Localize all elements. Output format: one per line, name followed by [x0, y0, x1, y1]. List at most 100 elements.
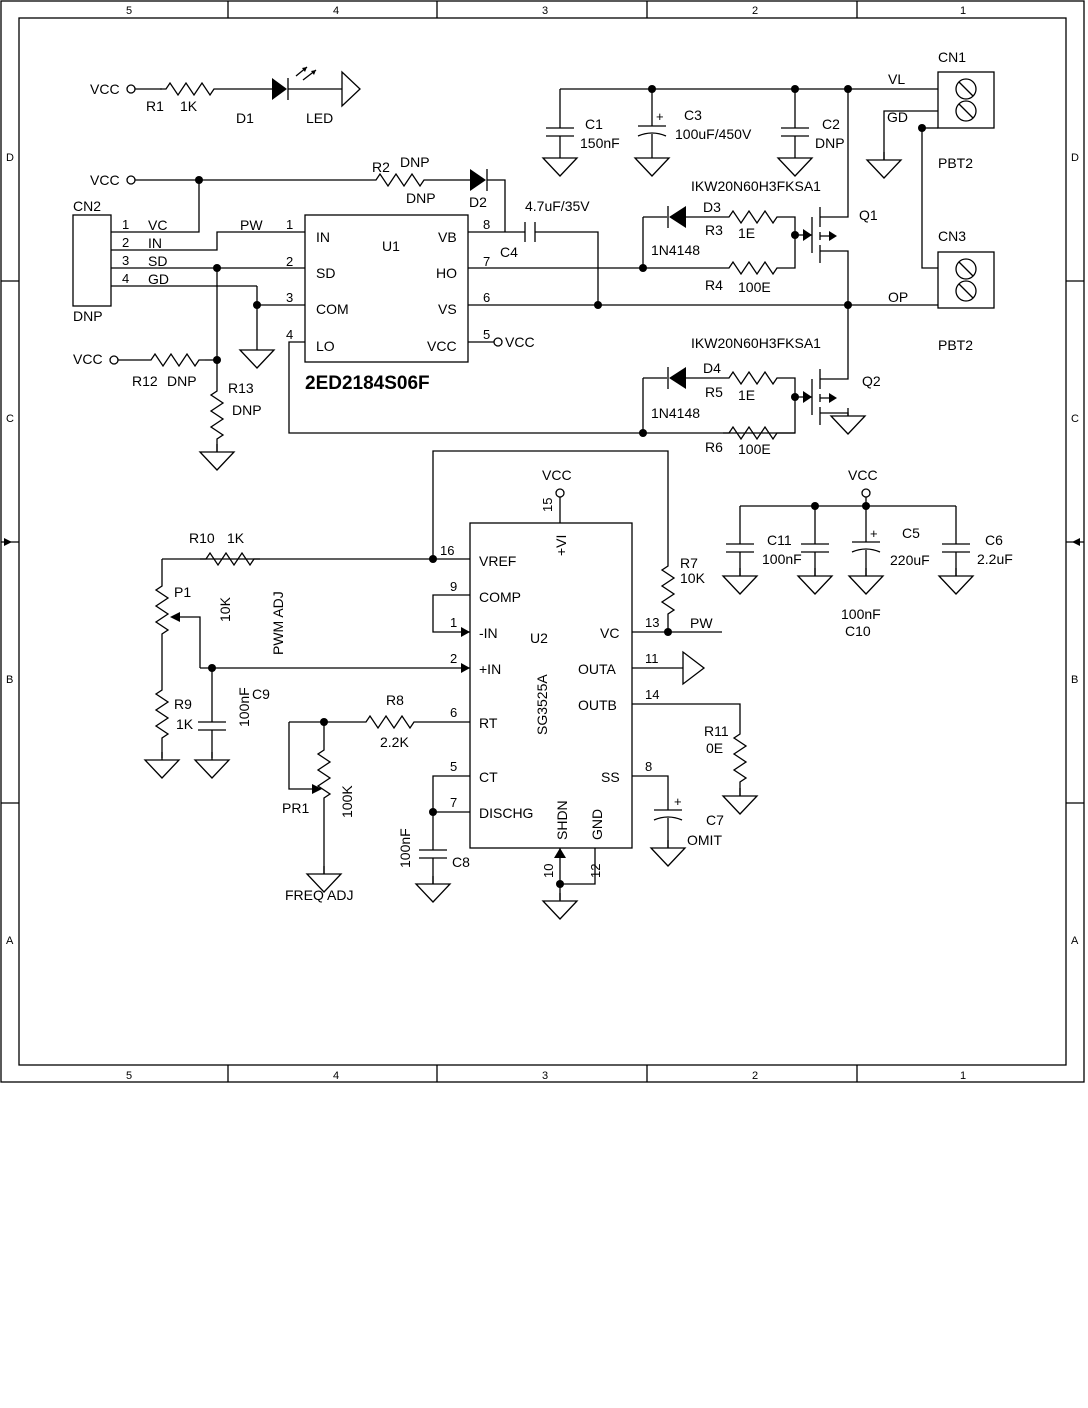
u1-pin4-num: 4: [286, 327, 293, 342]
r9-value: 1K: [176, 716, 194, 732]
pwm-adjust-network: R10 1K P1 10K PWM ADJ R9 1K C9 100nF: [144, 530, 286, 779]
u2-pin-dischg: DISCHG: [479, 805, 533, 821]
u1-pin-lo: LO: [316, 338, 335, 354]
gd-net: GD: [887, 109, 908, 125]
zone-row-c-right: C: [1071, 413, 1079, 425]
u1-ref: U1: [382, 238, 400, 254]
cn2-pin1-name: VC: [148, 217, 167, 233]
cn2-pin4-num: 4: [122, 271, 129, 286]
c7-capacitor: + C7 OMIT: [650, 794, 724, 867]
u1-pin3-num: 3: [286, 290, 293, 305]
r11-value: 0E: [706, 740, 723, 756]
high-side-switch: IKW20N60H3FKSA1 D3 R3 1E 1N4148 R4 100E …: [639, 89, 878, 309]
cn2-pin3-num: 3: [122, 253, 129, 268]
r2-d2-section: VCC R2 DNP DNP D2: [90, 154, 506, 232]
r5-resistor: [722, 371, 784, 385]
c5-ref: C5: [902, 525, 920, 541]
r12-ref: R12: [132, 373, 158, 389]
led-flag-symbol: [341, 70, 361, 108]
zone-col-5-bottom: 5: [126, 1070, 132, 1082]
r6-value: 100E: [738, 441, 771, 457]
zone-row-b-right: B: [1071, 674, 1078, 686]
r3-ref: R3: [705, 222, 723, 238]
zone-col-4-bottom: 4: [333, 1070, 339, 1082]
r7-value: 10K: [680, 570, 706, 586]
r5-ref: R5: [705, 384, 723, 400]
p1-ref: P1: [174, 584, 191, 600]
u2-pin13-num: 13: [645, 615, 659, 630]
u1-pin1-num: 1: [286, 217, 293, 232]
u2-pin-vref: VREF: [479, 553, 516, 569]
c7-ref: C7: [706, 812, 724, 828]
c3-plus: +: [656, 109, 664, 124]
c8-value: 100nF: [397, 828, 413, 868]
r4-resistor: [722, 261, 784, 275]
c5-value: 220uF: [890, 552, 930, 568]
r8-value: 2.2K: [380, 734, 409, 750]
d1-led-icon: [272, 78, 287, 100]
d3-diode-icon: [669, 206, 686, 228]
vcc-decoupling: VCC + C11 100nF C5 220uF C6 2.2uF 100nF …: [722, 467, 1013, 639]
c8-ref: C8: [452, 854, 470, 870]
outa-flag-symbol: [682, 650, 706, 686]
zone-col-3: 3: [542, 5, 548, 17]
u2-vcc-label: VCC: [542, 467, 572, 483]
cn3-ref: CN3: [938, 228, 966, 244]
c4-value: 4.7uF/35V: [525, 198, 590, 214]
q2-ref: Q2: [862, 373, 881, 389]
d3-part: 1N4148: [651, 242, 700, 258]
u2-pin6-num: 6: [450, 705, 457, 720]
d3-ref: D3: [703, 199, 721, 215]
u2-pin7-num: 7: [450, 795, 457, 810]
u1-pin-sd: SD: [316, 265, 335, 281]
zone-col-4: 4: [333, 5, 339, 17]
c4-ref: C4: [500, 244, 518, 260]
p1-potentiometer: [155, 579, 169, 641]
d4-ref: D4: [703, 360, 721, 376]
u2-pin-outa: OUTA: [578, 661, 617, 677]
u1-pin-com: COM: [316, 301, 349, 317]
cn1-screw-terminal: [937, 71, 995, 129]
r2-value-bottom: DNP: [406, 190, 436, 206]
u2-pin10-num: 10: [541, 864, 556, 878]
cn2-pin1-num: 1: [122, 217, 129, 232]
u2-pin15-num: 15: [540, 498, 555, 512]
u2-pin-noninv: +IN: [479, 661, 501, 677]
r9-ref: R9: [174, 696, 192, 712]
r11-ref: R11: [704, 723, 729, 739]
u1-pin6-num: 6: [483, 290, 490, 305]
u1-part-number: 2ED2184S06F: [305, 373, 430, 394]
cn1-type: PBT2: [938, 155, 973, 171]
q2-part: IKW20N60H3FKSA1: [691, 335, 821, 351]
pr1-trimmer: [317, 743, 331, 805]
r13-ref: R13: [228, 380, 254, 396]
u1-pin-vs: VS: [438, 301, 457, 317]
u1-pw-net: PW: [240, 217, 263, 233]
u2-pin-comp: COMP: [479, 589, 521, 605]
u2-pin-vi: +VI: [553, 535, 569, 556]
bulk-capacitors: + C1 150nF C3 100uF/450V C2 DNP: [542, 85, 938, 177]
u2-pin8-num: 8: [645, 759, 652, 774]
zone-row-b: B: [6, 674, 13, 686]
r13-resistor: [210, 384, 224, 446]
vl-net: VL: [888, 71, 905, 87]
led-label: LED: [306, 110, 333, 126]
d2-ref: D2: [469, 194, 487, 210]
c1-ref: C1: [585, 116, 603, 132]
zone-col-1: 1: [960, 5, 966, 17]
u2-pin-inv: -IN: [479, 625, 498, 641]
r5-value: 1E: [738, 387, 755, 403]
u2-pin-ss: SS: [601, 769, 620, 785]
u2-pin16-num: 16: [440, 543, 454, 558]
r11-resistor: [733, 727, 747, 789]
pr1-ref: PR1: [282, 800, 309, 816]
r2-vcc-label: VCC: [90, 172, 120, 188]
cn3-screw-terminal: [937, 251, 995, 309]
cn2-pin2-num: 2: [122, 235, 129, 250]
zone-row-a: A: [6, 935, 14, 947]
led-section: VCC R1 1K D1 LED: [90, 66, 361, 126]
cn2-pin3-name: SD: [148, 253, 167, 269]
cn2-ref: CN2: [73, 198, 101, 214]
r9-resistor: [155, 683, 169, 745]
r1-resistor: [159, 82, 221, 96]
